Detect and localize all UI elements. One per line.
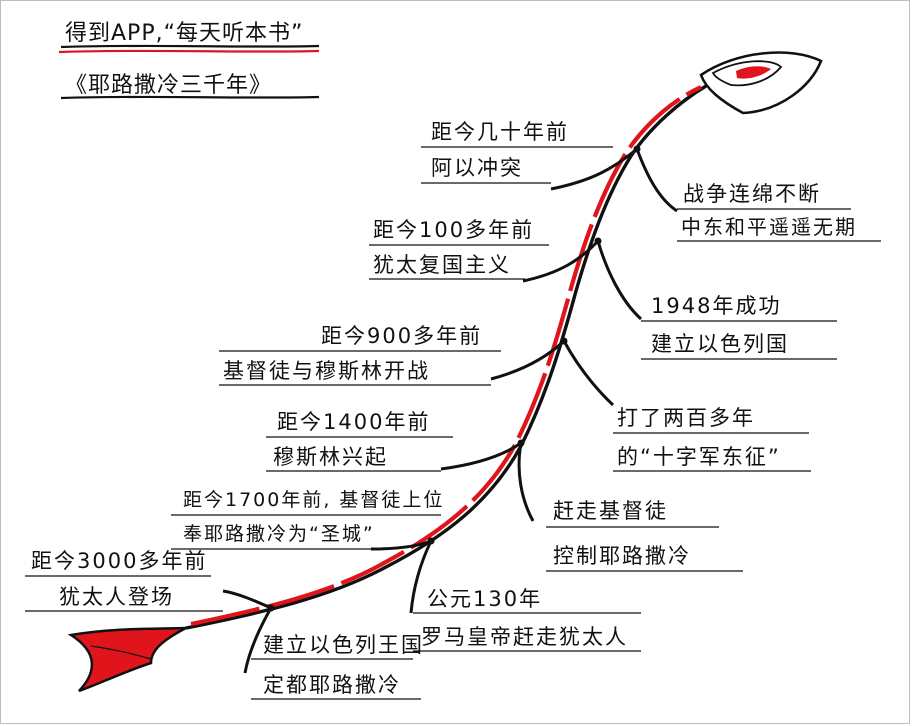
event-7-desc: 基督徒与穆斯林开战 [223,359,430,383]
rib-7 [490,339,566,381]
rib-9 [522,239,600,283]
title-line-app: 得到APP,“每天听本书” [65,21,304,46]
rib-1 [222,589,272,610]
rib-6 [517,442,535,522]
event-12-time: 战争连绵不断 [683,182,821,206]
event-3-desc: 奉耶路撒冷为“圣城” [183,523,375,545]
event-4-desc: 罗马皇帝赶走犹太人 [421,625,628,649]
spine-red [190,85,702,627]
event-8-desc: 的“十字军东征” [617,445,781,469]
rib-2 [243,607,273,674]
event-7-time: 距今900多年前 [321,324,483,348]
event-6-desc: 控制耶路撒冷 [553,544,691,568]
title-underline-2 [60,95,320,100]
event-4-time: 公元130年 [427,587,543,611]
fish-tail-icon [67,626,187,693]
event-9-time: 距今100多年前 [373,218,535,242]
event-11-desc: 阿以冲突 [431,156,523,180]
rib-12 [635,148,678,213]
rib-3 [370,539,432,551]
event-6-time: 赶走基督徒 [553,499,668,523]
event-1-desc: 犹太人登场 [59,585,174,609]
event-12-desc: 中东和平遥遥无期 [681,215,857,239]
label-underlines [25,146,881,700]
event-11-time: 距今几十年前 [431,120,569,144]
event-10-time: 1948年成功 [651,294,782,318]
event-1-time: 距今3000多年前 [31,549,208,573]
event-5-desc: 穆斯林兴起 [273,445,388,469]
rib-11 [550,147,638,191]
event-10-desc: 建立以色列国 [651,332,789,356]
event-3-time: 距今1700年前, 基督徒上位 [183,489,445,511]
rib-4 [409,540,433,614]
rib-10 [596,240,643,321]
title-underline-1-red [58,49,320,54]
event-2-desc: 定都耶路撒冷 [263,673,401,697]
title-line-book: 《耶路撒冷三千年》 [65,73,273,98]
event-5-time: 距今1400年前 [277,410,431,434]
event-8-time: 打了两百多年 [617,406,755,430]
fish-head-icon [699,51,823,115]
rib-8 [562,340,615,407]
rib-5 [440,441,522,471]
event-9-desc: 犹太复国主义 [373,253,511,277]
event-2-time: 建立以色列王国 [263,633,424,657]
spine-black [185,84,707,630]
title-underline-1 [60,44,320,49]
